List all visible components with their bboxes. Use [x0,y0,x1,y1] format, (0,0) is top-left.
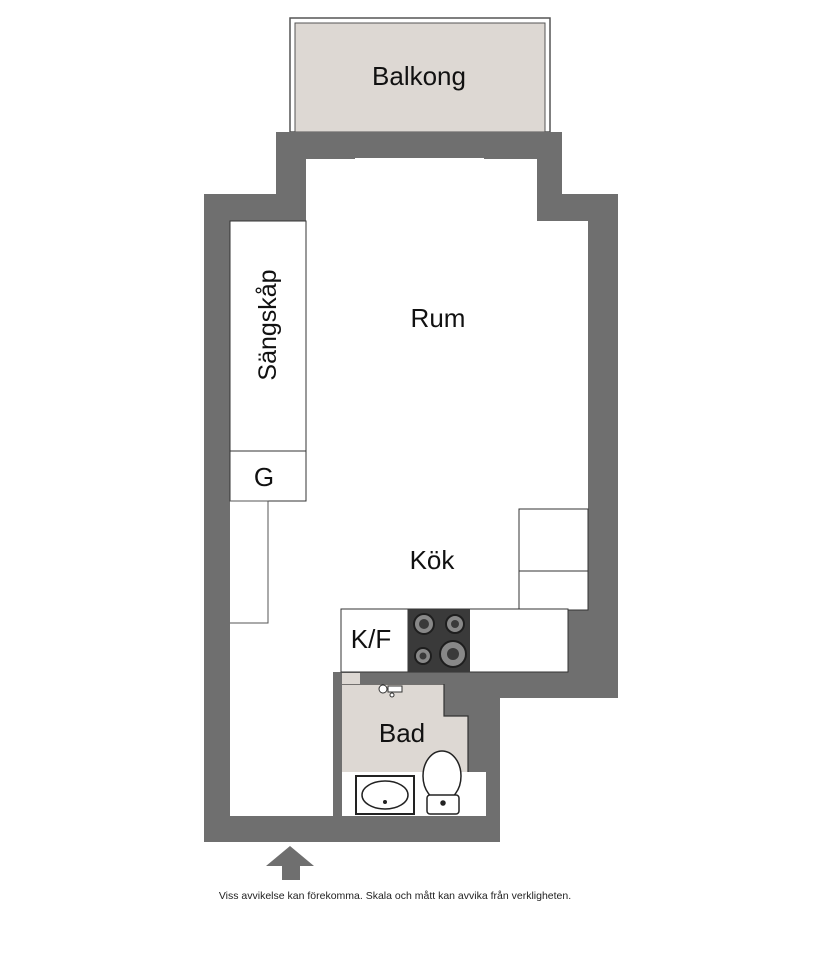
kitchen-cabinets [518,508,589,611]
entrance-arrow-icon [266,846,314,880]
sink-icon [355,775,415,815]
shower-icon [378,684,403,698]
sliding-door-line [230,500,269,624]
room-label: Rum [411,303,466,333]
balcony [289,17,551,133]
fridge-freezer-label: K/F [351,624,391,654]
toilet-icon [422,750,462,815]
bathroom-floor [342,684,468,772]
balcony-label: Balkong [372,61,466,91]
bathroom-label: Bad [379,718,425,748]
disclaimer-text: Viss avvikelse kan förekomma. Skala och … [218,890,572,902]
bed-closet-label: Sängskåp [254,269,282,380]
bed-closet [229,220,307,452]
kitchen-label: Kök [410,545,456,575]
wardrobe-label: G [254,462,274,492]
stove-icon [408,609,470,672]
